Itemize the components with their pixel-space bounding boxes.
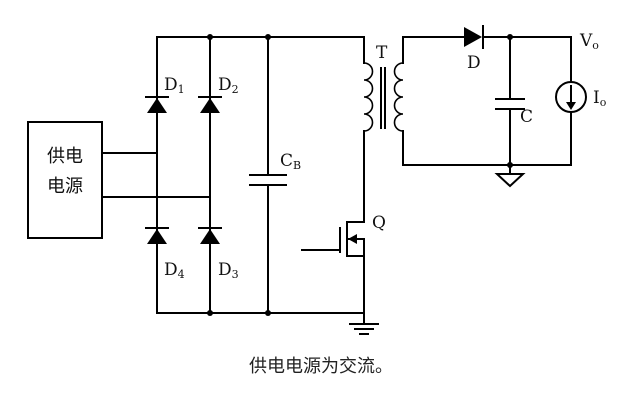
caption: 供电电源为交流。 [249,356,393,377]
mosfet-q [301,221,365,257]
capacitor-c [495,98,525,110]
secondary-return [402,130,572,166]
source-label-line1: 供电 [47,146,83,167]
d2-label: D2 [218,75,239,96]
current-source-io [555,81,587,113]
diode-d4 [145,227,169,244]
io-label: Io [593,88,607,109]
d4-label: D4 [164,260,185,281]
transformer-secondary-coil [393,62,404,132]
junction-dot [207,310,213,316]
q-label: Q [372,213,386,233]
diode-d3 [198,227,222,244]
source-label-line2: 电源 [47,176,83,197]
d-label: D [467,53,481,73]
diode-d [464,25,484,49]
ground-symbol-secondary [494,173,526,188]
transformer-core [380,67,386,129]
diode-d2 [198,96,222,113]
transformer-primary-coil [363,62,374,132]
c-label: C [520,107,533,127]
output-top-rail [483,36,572,83]
junction-dot [207,34,213,40]
t-label: T [376,43,388,63]
junction-dot [507,34,513,40]
ground-symbol-primary [349,323,379,335]
secondary-top-lead [402,36,465,64]
diode-d1 [145,96,169,113]
d3-label: D3 [218,260,239,281]
ac-source-box [27,121,103,239]
cb-label: CB [280,151,301,172]
capacitor-cb [249,174,287,186]
d1-label: D1 [164,75,185,96]
vo-label: Vo [579,31,599,52]
